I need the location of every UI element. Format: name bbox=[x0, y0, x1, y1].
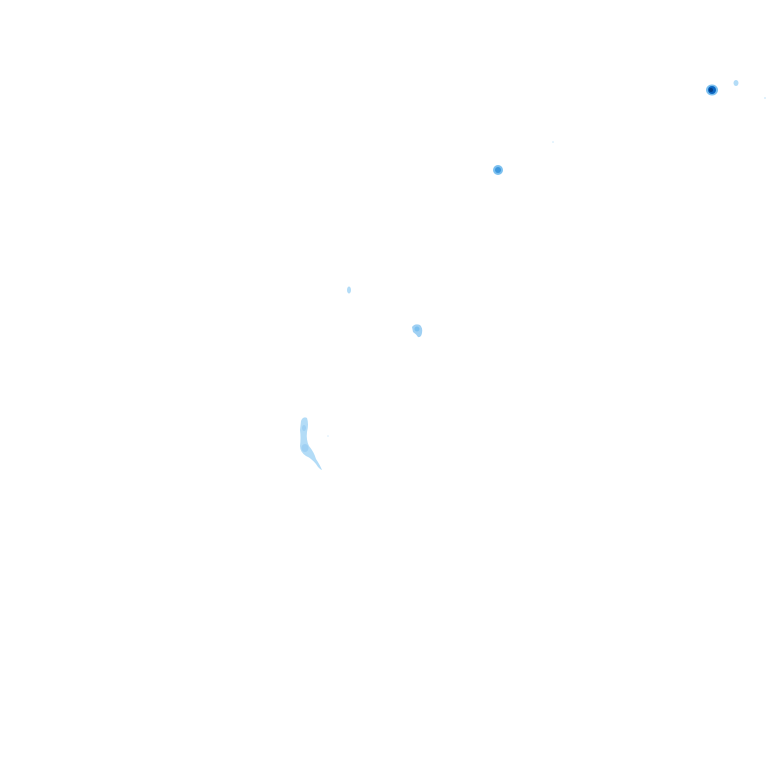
echo-outer bbox=[733, 80, 739, 86]
echo-trace bbox=[764, 97, 766, 99]
echo-trace bbox=[552, 141, 554, 143]
echo-mid bbox=[302, 425, 306, 431]
radar-echo-center-small bbox=[347, 286, 351, 294]
echo-core bbox=[414, 326, 420, 332]
radar-echo-northeast-small bbox=[552, 80, 766, 143]
radar-echo-northeast bbox=[706, 84, 718, 96]
echo-mid bbox=[301, 444, 309, 452]
radar-echo-southwest-band bbox=[300, 417, 329, 470]
echo-core bbox=[709, 88, 713, 92]
echo-outer bbox=[300, 417, 322, 470]
echo-trace bbox=[327, 435, 329, 437]
radar-echo-north-center bbox=[493, 165, 503, 175]
echo-outer bbox=[347, 286, 351, 294]
echo-core bbox=[495, 167, 501, 173]
radar-echo-center bbox=[412, 324, 423, 338]
